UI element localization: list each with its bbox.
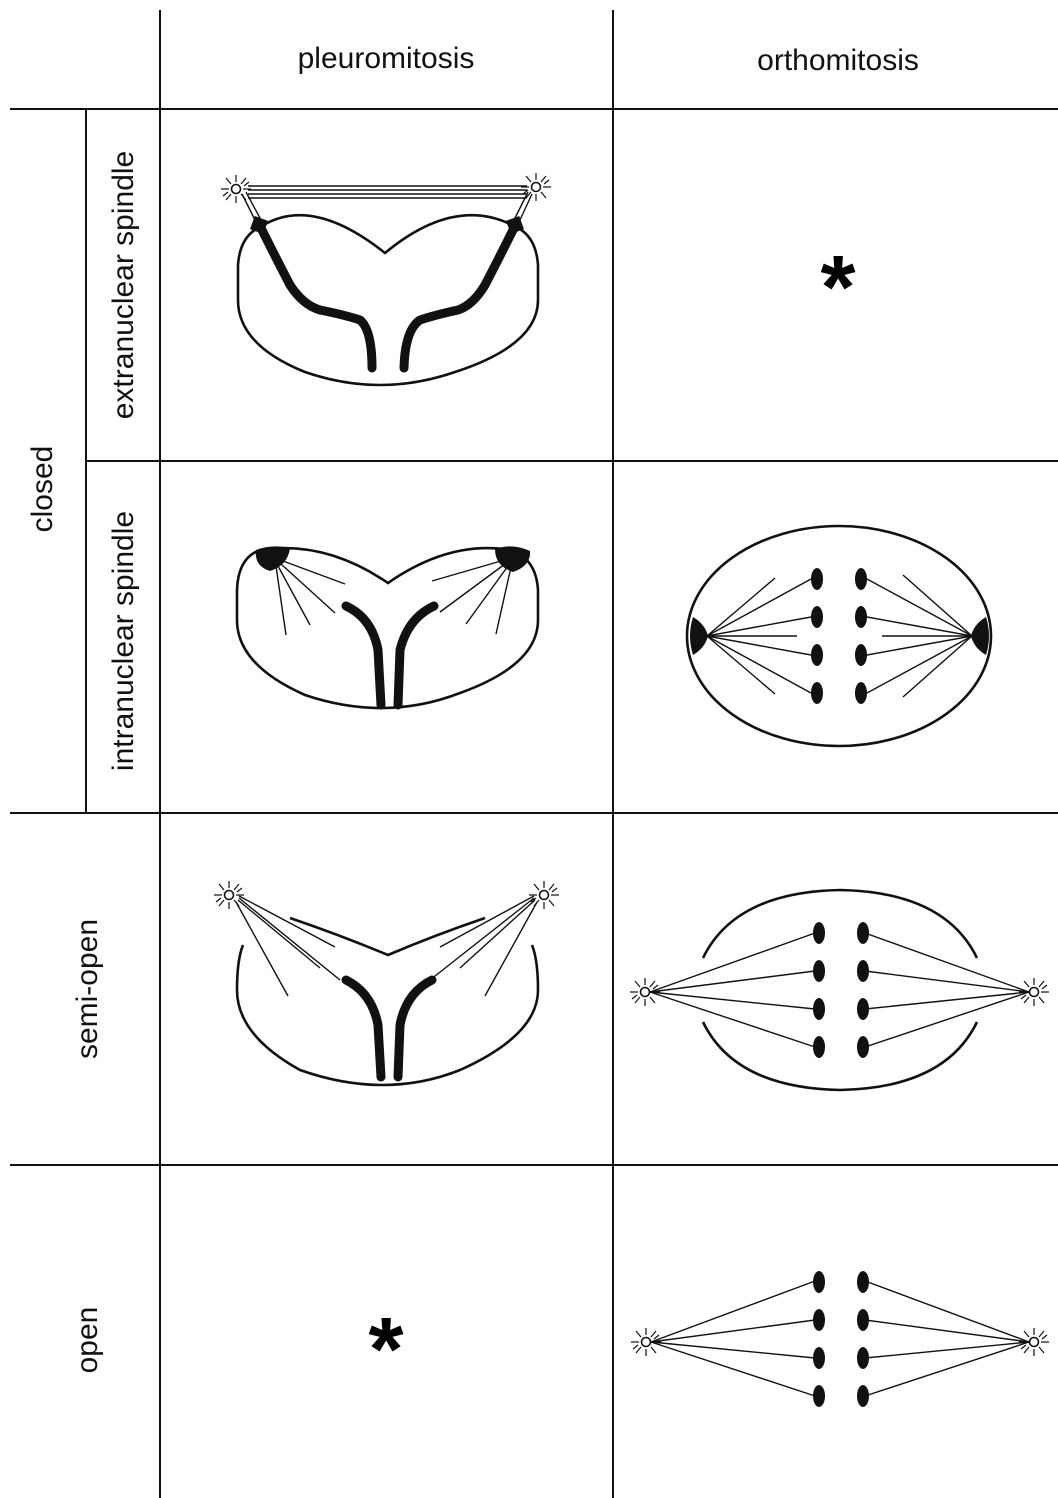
row-header-open: open bbox=[71, 1307, 104, 1374]
absent-marker-asterisk: * bbox=[820, 238, 855, 338]
table-grid bbox=[10, 10, 1058, 1498]
semi-open-orthomitosis-figure bbox=[630, 890, 1049, 1090]
row-header-extranuclear-spindle: extranuclear spindle bbox=[107, 151, 140, 420]
open-orthomitosis-figure bbox=[631, 1271, 1049, 1407]
absent-marker-asterisk: * bbox=[368, 1300, 403, 1400]
row-header-semi-open: semi-open bbox=[71, 919, 104, 1059]
closed-extranuclear-pleuromitosis-figure bbox=[221, 173, 551, 385]
semi-open-pleuromitosis-figure bbox=[214, 881, 559, 1085]
closed-intranuclear-orthomitosis-figure bbox=[687, 526, 991, 746]
row-header-closed: closed bbox=[26, 446, 59, 533]
closed-intranuclear-pleuromitosis-figure bbox=[237, 546, 538, 708]
row-header-intranuclear-spindle: intranuclear spindle bbox=[107, 511, 140, 771]
column-header-orthomitosis: orthomitosis bbox=[757, 44, 919, 77]
column-header-pleuromitosis: pleuromitosis bbox=[298, 42, 475, 75]
